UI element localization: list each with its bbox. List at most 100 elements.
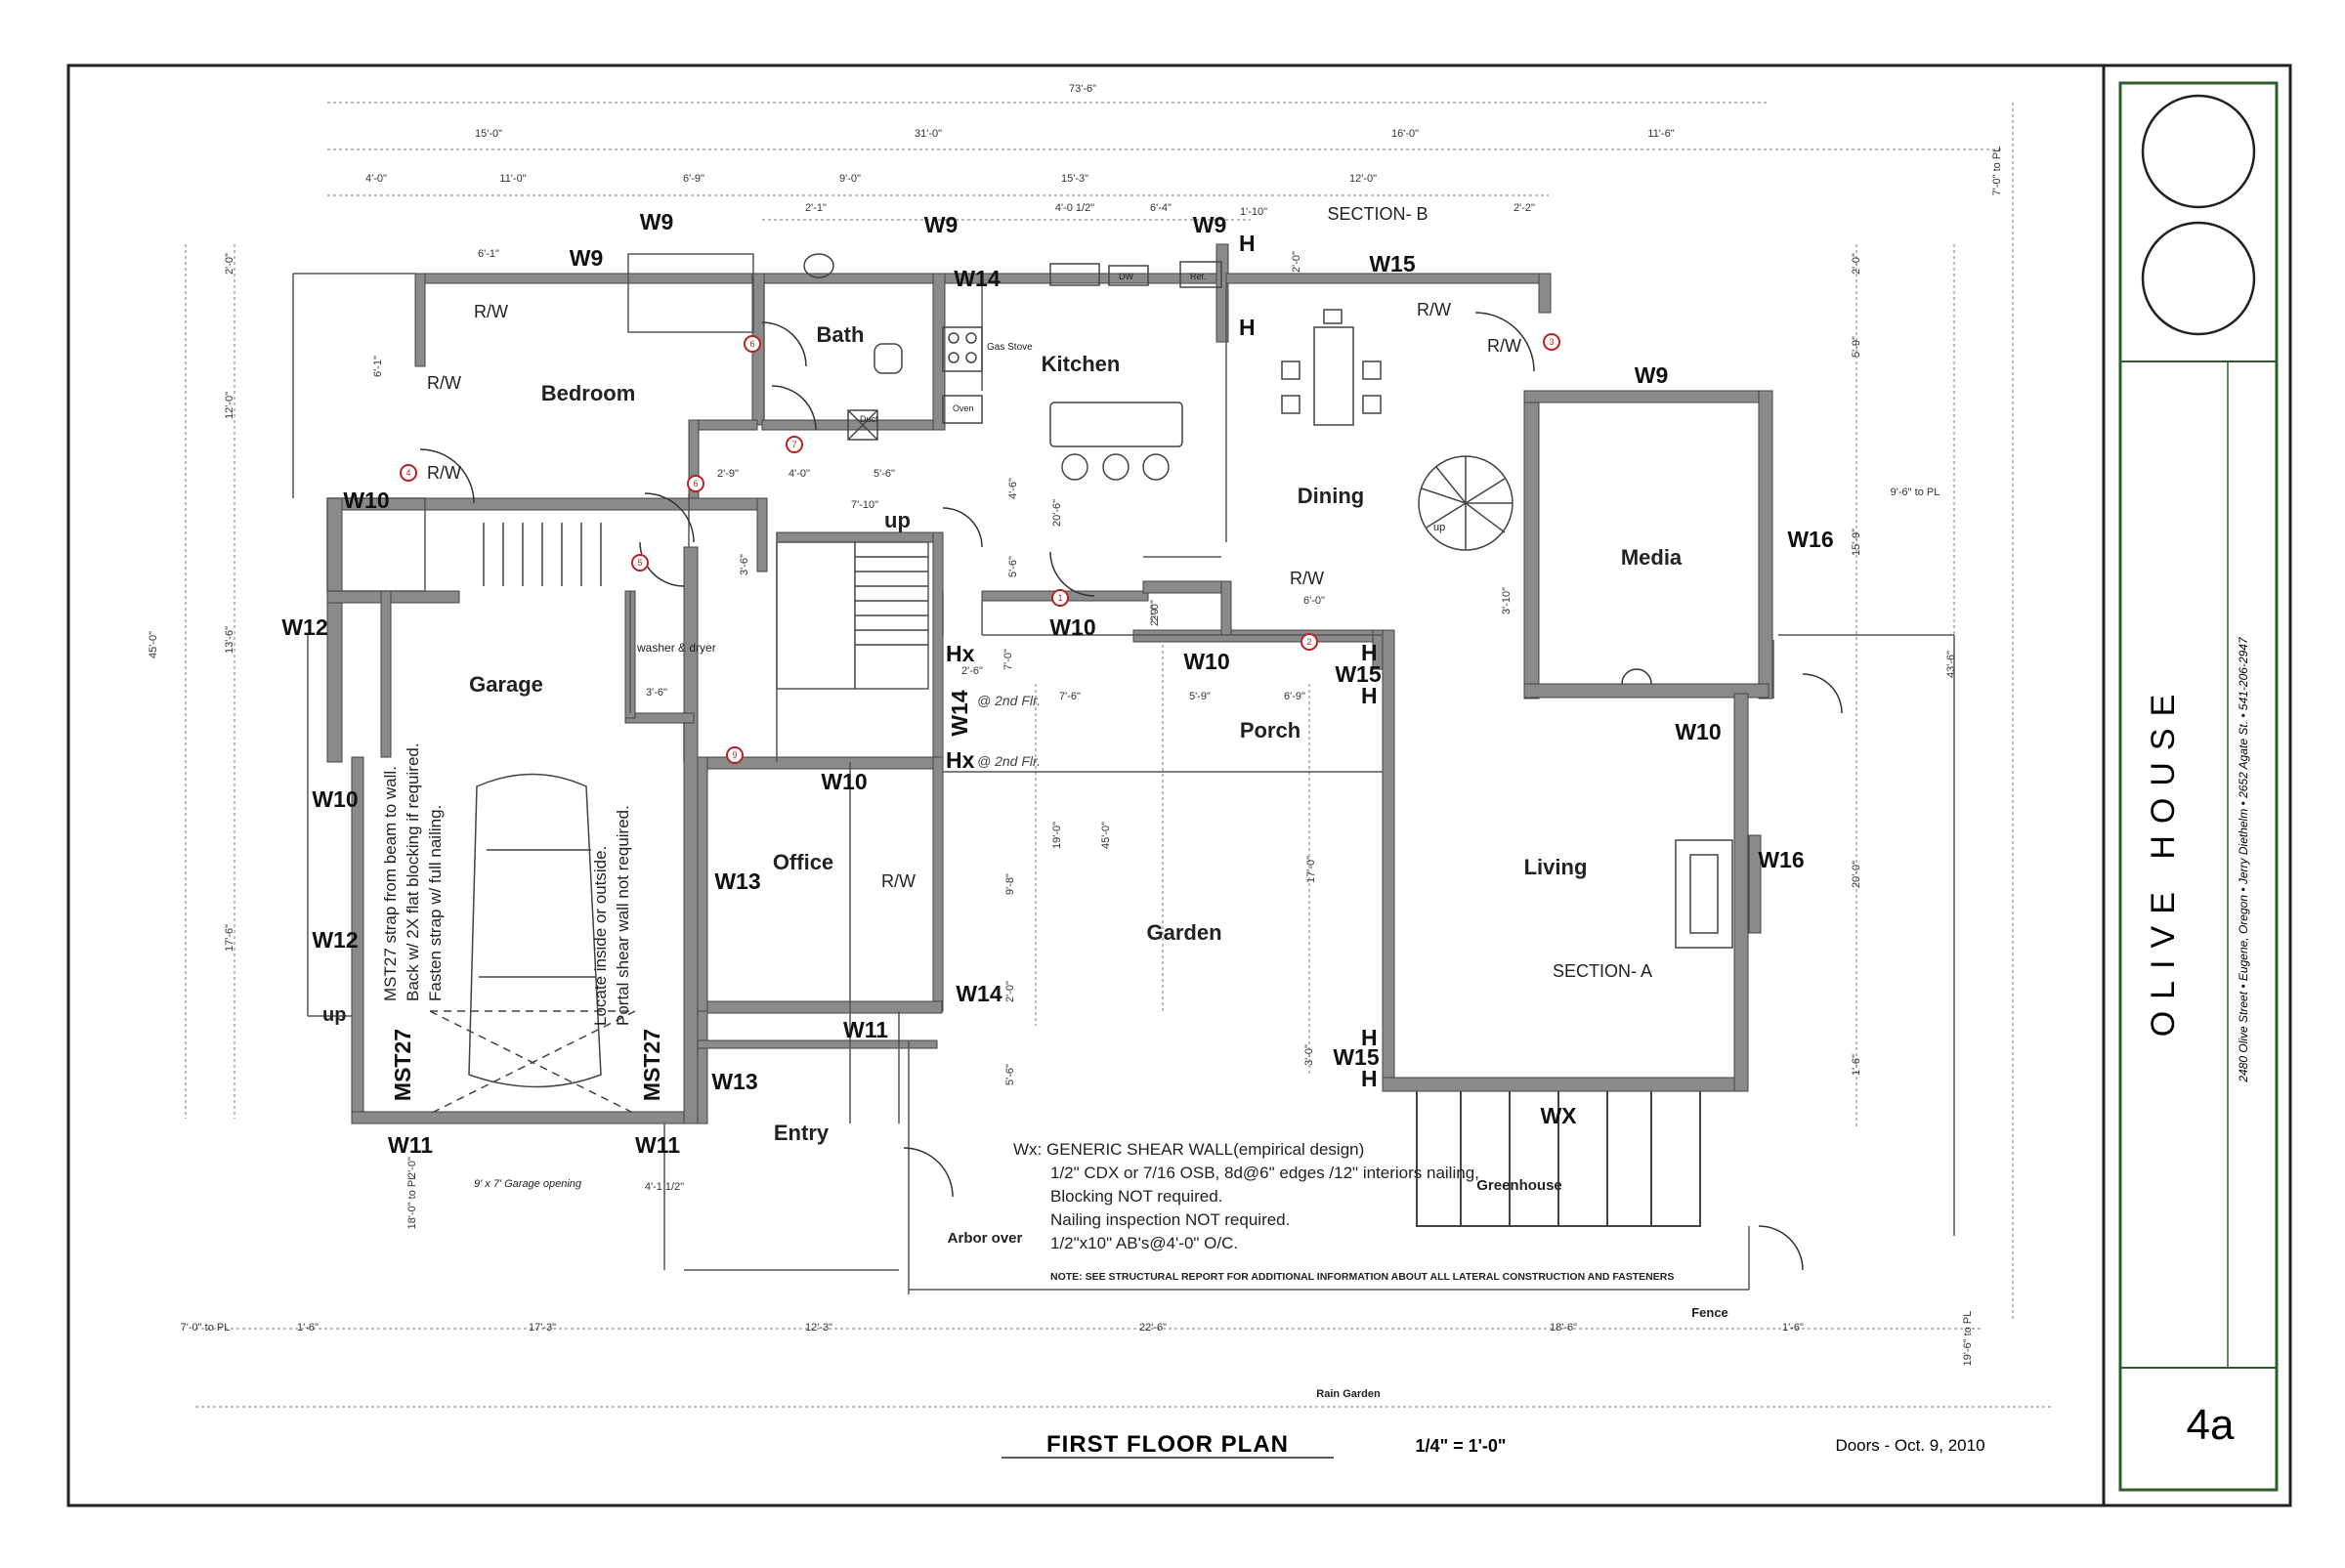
section-a-label: SECTION- A [1553, 961, 1652, 981]
hx-mark: Hx [946, 641, 975, 666]
sheet-number: 4a [2187, 1401, 2235, 1449]
window-arc-icon [1621, 668, 1652, 685]
door-number-mark [786, 436, 803, 453]
dim-left-overall: 45'-0" [148, 631, 159, 658]
wall-tag: W11 [635, 1132, 680, 1158]
wall-tag: W15 [1333, 1044, 1380, 1070]
door-swing-icon [1049, 551, 1095, 597]
wall-tag: W15 [1369, 251, 1416, 276]
h-mark: H [1239, 315, 1256, 340]
dim-top-row3: 4'-0" [365, 173, 387, 185]
shear-note-line: Blocking NOT required. [1050, 1187, 1222, 1206]
dim-interior: 6'-9" [1284, 691, 1305, 702]
dimension-lines [185, 102, 2052, 1408]
door-swing-icon [903, 1147, 954, 1198]
up-label: up [884, 508, 911, 532]
dim-top-row3: 2'-2" [1514, 202, 1535, 214]
wall-tag: W10 [343, 487, 389, 513]
wall-tag: W16 [1787, 527, 1833, 552]
wall-tag: WX [1540, 1103, 1577, 1128]
dim-top-row3: 15'-3" [1061, 173, 1088, 185]
wall-tags: W9 W9 W9 W9 W9 W14 W15 W10 W16 W12 W10 W… [281, 209, 1833, 1158]
wall-tag: W10 [1049, 614, 1095, 640]
fireplace-icon [1675, 839, 1733, 949]
wall-tag: MST27 [390, 1029, 415, 1101]
door-number-mark [1300, 633, 1318, 651]
dim-bottom-pl3: 2'-0" [406, 1157, 418, 1178]
door-number-label: 5 [637, 558, 642, 568]
main-stairs [854, 542, 928, 689]
dim-interior: 9'-8" [1004, 873, 1016, 895]
dim-interior: 6'-1" [372, 356, 384, 377]
door-number-label: 2 [1306, 637, 1311, 647]
door-swing-icon [761, 321, 807, 367]
sink-icon [1049, 263, 1100, 286]
sheet-border [66, 64, 2292, 1507]
door-number-label: 6 [693, 479, 698, 488]
door-swing-icon [419, 448, 475, 504]
dim-right: 1'-6" [1851, 1054, 1862, 1076]
dim-right-overall: 43'-6" [1945, 651, 1957, 678]
dim-interior: 3'-6" [739, 554, 750, 575]
dim-left: 12'-0" [224, 392, 235, 419]
dim-interior: 3'-0" [1303, 1044, 1315, 1066]
portal-note-line: Locate inside or outside. [591, 846, 610, 1026]
hx-mark: Hx [946, 747, 975, 773]
appliance-labels: Gas Stove Oven DW Ref. Duct washer & dry… [474, 272, 1207, 1190]
project-address-line: 2480 Olive Street • Eugene, Oregon • Jer… [2237, 636, 2250, 1083]
room-kitchen: Kitchen [1042, 352, 1121, 376]
hx-note: @ 2nd Flr. [977, 693, 1041, 708]
dim-interior: 4'-6" [1007, 478, 1019, 499]
dim-right-pl: 19'-6" to PL [1962, 1311, 1974, 1367]
dim-interior: 3'-6" [646, 687, 667, 699]
door-number-mark [1051, 589, 1069, 607]
room-media: Media [1621, 545, 1683, 570]
mst27-note-line: Fasten strap w/ full nailing. [426, 805, 445, 1001]
door-number-mark [687, 475, 704, 492]
refrigerator-icon [1179, 261, 1222, 288]
dim-interior: 2'-0" [1149, 605, 1161, 626]
h-mark: H [1361, 1025, 1378, 1050]
wall-outlines [292, 253, 1955, 1294]
h-mark: H [1361, 640, 1378, 665]
rw-label: R/W [1417, 300, 1451, 319]
room-entry: Entry [774, 1121, 830, 1145]
washer-dryer-label: washer & dryer [636, 641, 716, 655]
door-number-mark [400, 464, 417, 482]
dining-table [1313, 326, 1354, 426]
up-label: up [1433, 522, 1445, 533]
dim-interior: 2'-0" [1291, 251, 1302, 273]
car-icon [468, 773, 602, 1088]
room-labels: Bedroom Bath Kitchen Dining Media Garage… [469, 204, 1728, 1400]
dim-top-row3: 12'-0" [1349, 173, 1377, 185]
door-marks [400, 333, 1560, 764]
rain-garden-label: Rain Garden [1316, 1388, 1381, 1400]
wall-tag: W9 [924, 212, 959, 237]
logo-circle-top [2141, 94, 2256, 209]
rw-label: R/W [427, 463, 461, 483]
drawing-scale: 1/4" = 1'-0" [1416, 1436, 1507, 1456]
room-porch: Porch [1240, 718, 1300, 742]
dim-interior: 7'-6" [1059, 691, 1081, 702]
fence-label: Fence [1691, 1305, 1728, 1320]
door-swing-icon [644, 492, 695, 543]
door-number-mark [1543, 333, 1560, 351]
wall-tag: W14 [947, 690, 972, 737]
greenhouse-structure [1416, 1091, 1701, 1227]
walls [326, 243, 1773, 1124]
door-swing-icon [1802, 673, 1843, 714]
dim-bottom: 12'-3" [805, 1322, 832, 1334]
door-swing-icon [1474, 312, 1535, 372]
rw-label: R/W [1487, 336, 1521, 356]
wall-tag: W11 [388, 1132, 433, 1158]
door-number-mark [631, 554, 649, 572]
door-swing-icon [942, 507, 983, 548]
shear-note-head: Wx: GENERIC SHEAR WALL(empirical design) [1013, 1140, 1364, 1159]
room-greenhouse: Greenhouse [1476, 1177, 1562, 1194]
logo-circle-bottom [2141, 221, 2256, 336]
rw-label: R/W [474, 302, 508, 321]
door-number-label: 3 [1549, 337, 1554, 347]
oven-label: Oven [953, 403, 974, 413]
